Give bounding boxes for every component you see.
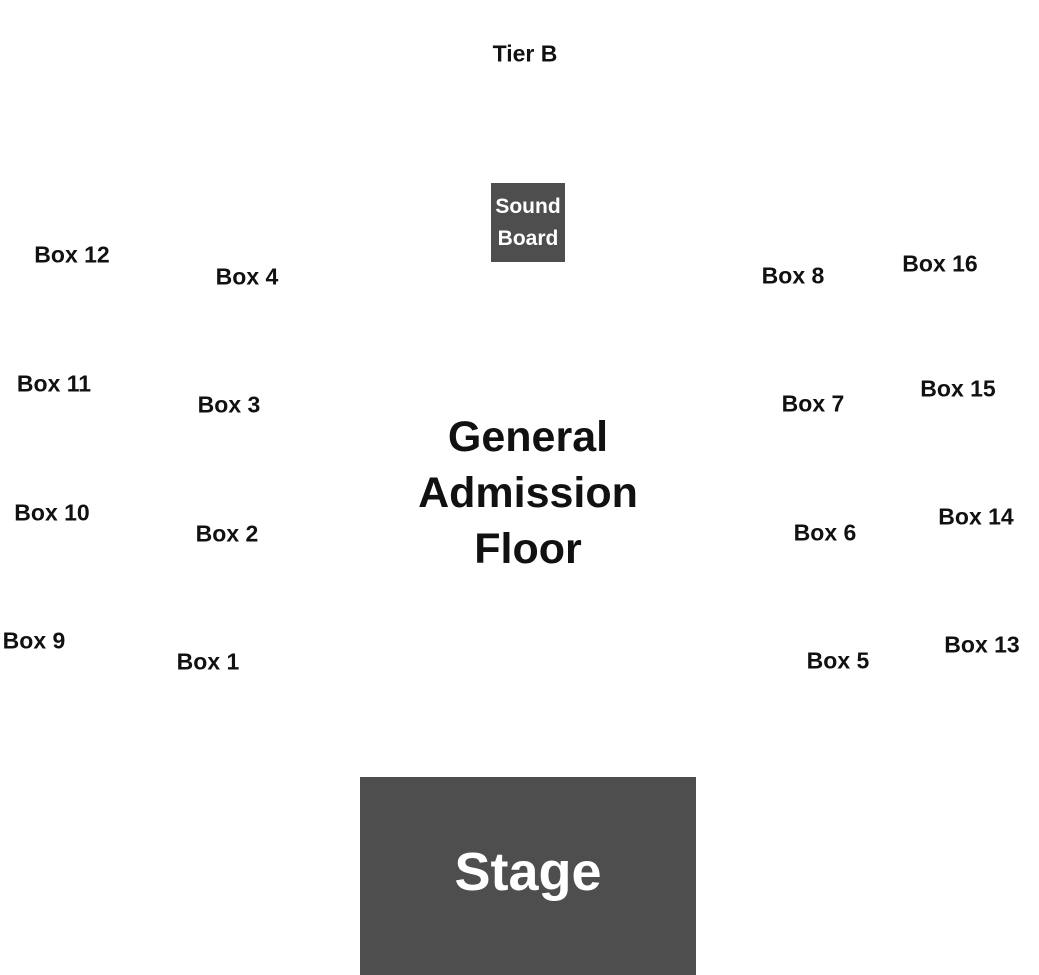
- floor-label-line1: General: [447, 413, 609, 461]
- box-2-label[interactable]: Box 2: [195, 520, 259, 547]
- box-8-label[interactable]: Box 8: [761, 262, 825, 289]
- box-9-label[interactable]: Box 9: [2, 627, 66, 654]
- sound-board-label-line2: Board: [497, 226, 559, 250]
- stage-label: Stage: [454, 842, 602, 902]
- box-16-label[interactable]: Box 16: [902, 250, 978, 277]
- box-15-label[interactable]: Box 15: [920, 375, 996, 402]
- box-4-label[interactable]: Box 4: [215, 263, 279, 290]
- sound-board-label-line1: Sound: [495, 194, 561, 218]
- box-14-label[interactable]: Box 14: [938, 503, 1014, 530]
- box-5-label[interactable]: Box 5: [806, 647, 870, 674]
- box-10-label[interactable]: Box 10: [14, 499, 90, 526]
- sound-board-section[interactable]: Sound Board: [491, 183, 565, 262]
- box-3-label[interactable]: Box 3: [197, 391, 261, 418]
- box-11-label[interactable]: Box 11: [16, 370, 92, 397]
- stage-block: Stage: [360, 777, 696, 975]
- box-13-label[interactable]: Box 13: [944, 631, 1020, 658]
- floor-label-line2: Admission: [418, 469, 638, 517]
- box-6-label[interactable]: Box 6: [793, 519, 857, 546]
- box-12-label[interactable]: Box 12: [34, 241, 110, 268]
- tier-b-label[interactable]: Tier B: [492, 40, 558, 67]
- box-7-label[interactable]: Box 7: [781, 390, 845, 417]
- general-admission-floor-section[interactable]: General Admission Floor: [368, 409, 688, 577]
- floor-label-line3: Floor: [474, 525, 582, 573]
- box-1-label[interactable]: Box 1: [176, 648, 240, 675]
